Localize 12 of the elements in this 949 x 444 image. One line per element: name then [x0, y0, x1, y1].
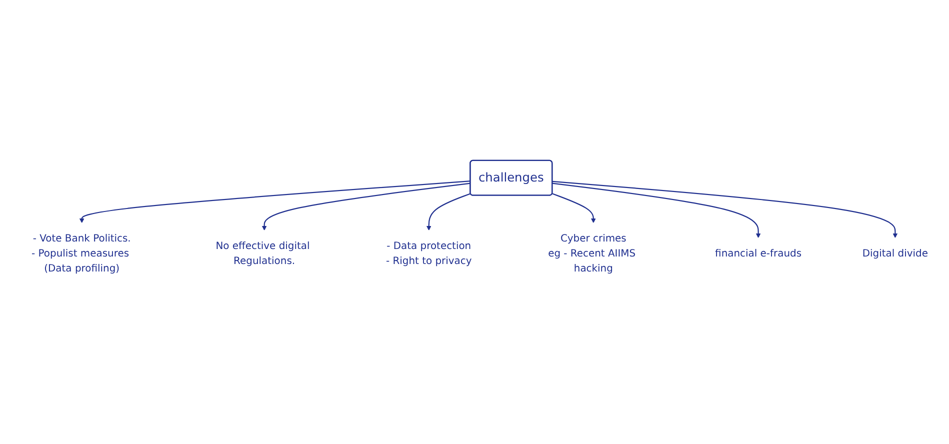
node-text: financial e-frauds: [715, 247, 802, 260]
arrow: [552, 182, 761, 238]
node-text: No effective digital Regulations.: [216, 240, 310, 267]
node-text: - Vote Bank Politics. - Populist measures (Data profiling): [32, 232, 131, 274]
node-text: Cyber crimes eg - Recent AIIMS hacking: [548, 232, 636, 274]
arrow: [552, 180, 898, 238]
arrow: [552, 192, 596, 223]
arrow: [79, 180, 470, 223]
arrow: [426, 192, 471, 230]
node-text: - Data protection - Right to privacy: [386, 240, 472, 267]
arrow: [262, 182, 471, 230]
node-text: Digital divide: [862, 247, 928, 260]
